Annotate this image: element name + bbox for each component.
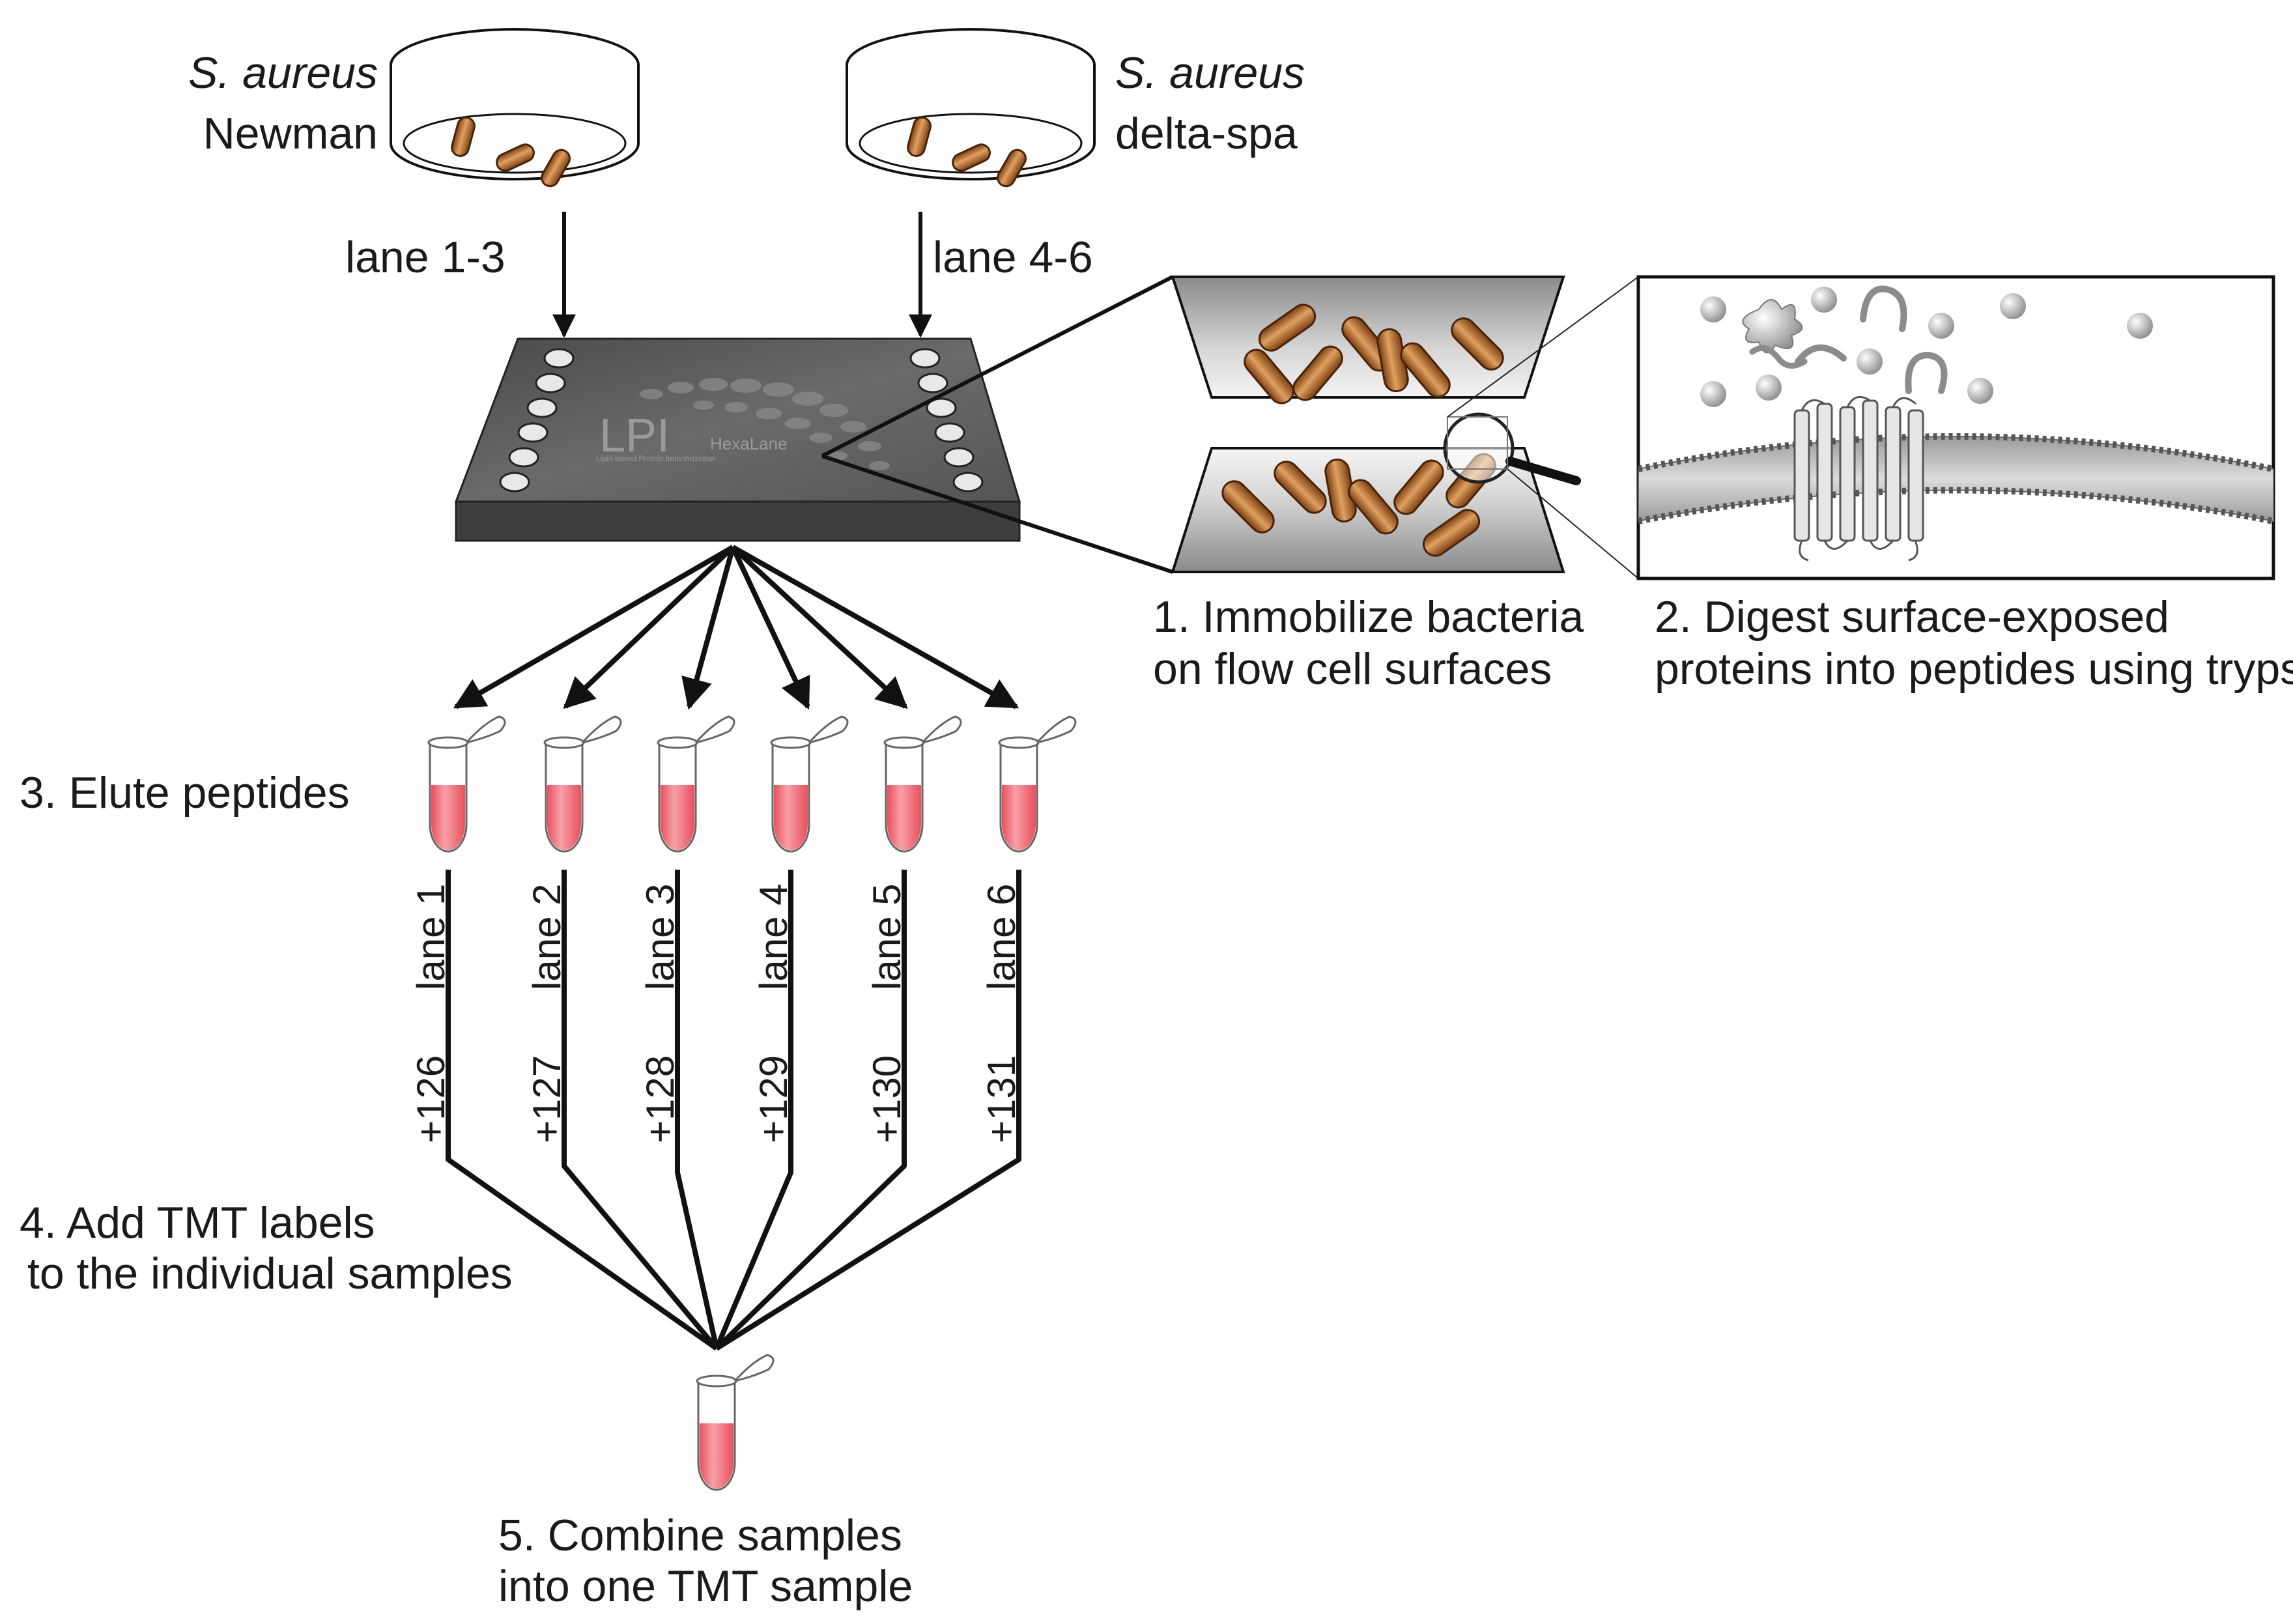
arrow-to-tube-1 [453,545,734,709]
elution-tubes [427,715,1077,853]
step4-line1: 4. Add TMT labels [20,1198,375,1247]
zoom-line-top [1447,276,1639,418]
step2-line1: 2. Digest surface-exposed [1655,592,2169,642]
lane-1-tmt: +126 [409,1055,453,1143]
lane-labels: lane 1 +126 lane 2 +127 lane 3 +128 lane… [409,884,1023,1143]
arrow-to-tube-4 [730,546,810,710]
hexalane-chip: LPI HexaLane Lipid-based Protein Immobil… [454,337,1021,542]
strain-left-name: Newman [203,109,378,158]
step5-line2: into one TMT sample [498,1561,913,1611]
lane-2-tmt: +127 [525,1055,569,1143]
zoom-line-bottom [1507,468,1639,579]
transmembrane-protein [1793,395,1924,562]
step2-line2: proteins into peptides using trypsin [1655,644,2293,694]
arrow-to-tube-3 [681,546,735,710]
lane-group-right-label: lane 4-6 [933,233,1093,282]
peptide-fragments [1700,285,2153,407]
petri-dish-delta-spa [846,28,1096,188]
petri-dish-newman [390,28,640,188]
step4-line2: to the individual samples [27,1249,513,1298]
lane-1-label: lane 1 [409,884,453,990]
lane-4-tmt: +129 [752,1055,795,1143]
callout-line-bottom [821,454,1173,574]
step5-line1: 5. Combine samples [498,1511,902,1560]
combined-tube [696,1354,775,1491]
lane-6-tmt: +131 [980,1055,1023,1143]
lane-merge-lines [446,870,1021,1351]
immobilized-bacteria [1221,304,1504,557]
strain-right-name: delta-spa [1115,109,1298,158]
arrow-to-tube-5 [731,545,908,709]
lane-3-tmt: +128 [638,1055,682,1143]
elution-arrows [453,545,1019,710]
tube-lane-5 [883,715,962,853]
step3-label: 3. Elute peptides [20,768,350,818]
callout-line-top [821,275,1174,458]
tube-lane-4 [770,715,849,853]
strain-left-species: S. aureus [188,48,378,98]
membrane-digest-inset [1636,275,2275,580]
lane-5-label: lane 5 [865,884,909,990]
chip-logo: LPI [599,410,670,462]
arrow-to-tube-6 [732,545,1019,709]
lane-2-label: lane 2 [525,884,569,990]
tube-lane-6 [998,715,1077,853]
lane-6-label: lane 6 [980,884,1023,990]
chip-tagline: Lipid-based Protein Immobilization [596,454,715,463]
step1-line1: 1. Immobilize bacteria [1153,592,1584,642]
lane-3-label: lane 3 [638,884,682,990]
strain-right-species: S. aureus [1115,48,1305,98]
lane-5-tmt: +130 [865,1055,909,1143]
chip-product-name: HexaLane [710,434,788,453]
tube-lane-1 [427,715,506,853]
tube-lane-3 [657,715,735,853]
step1-line2: on flow cell surfaces [1153,644,1552,694]
tube-lane-2 [543,715,622,853]
lane-group-left-label: lane 1-3 [345,233,506,282]
magnifier-icon [1443,412,1515,484]
arrow-to-tube-2 [563,545,735,709]
lane-4-label: lane 4 [752,884,795,990]
flow-cell-section [1171,276,1581,573]
